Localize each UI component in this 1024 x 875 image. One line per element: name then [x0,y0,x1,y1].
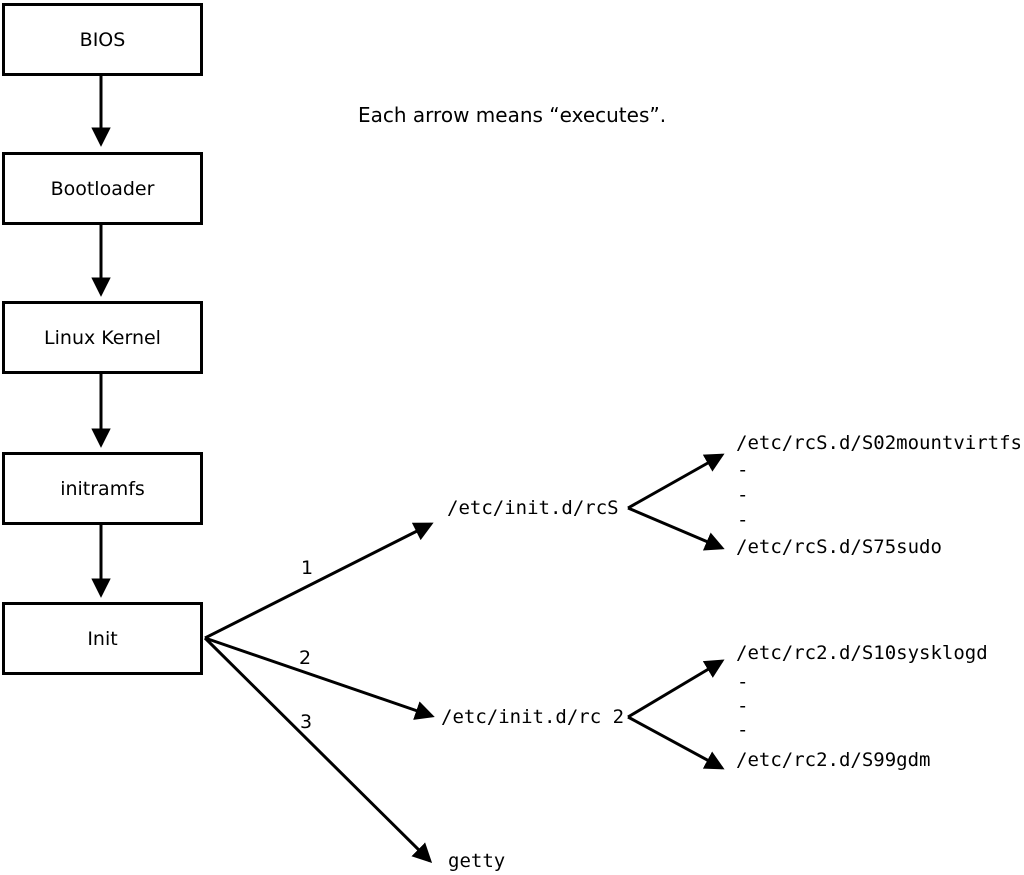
box-linux-kernel: Linux Kernel [2,301,203,374]
arrow-rc2-to-s10 [627,659,725,719]
arrow-label-2: 2 [299,647,312,669]
child-rcs-last: /etc/rcS.d/S75sudo [736,536,942,558]
box-bootloader-label: Bootloader [50,177,155,200]
ellipsis-dash: - [737,459,749,481]
arrow-label-3: 3 [300,711,313,733]
child-rc2-last: /etc/rc2.d/S99gdm [736,749,931,771]
child-rcs-first: /etc/rcS.d/S02mountvirtfs [736,432,1022,454]
ellipsis-dash: - [737,509,749,531]
box-initramfs: initramfs [2,452,203,525]
arrow-rc2-to-s99 [627,715,725,770]
arrow-label-1: 1 [301,557,314,579]
ellipsis-dash: - [737,484,749,506]
target-getty: getty [448,850,506,872]
ellipsis-dash: - [737,671,749,693]
ellipsis-dash: - [737,695,749,717]
box-init: Init [2,602,203,675]
arrow-rcs-to-s75 [627,506,725,551]
box-init-label: Init [87,627,118,650]
box-bios-label: BIOS [79,28,126,51]
arrow-init-to-getty [203,636,433,864]
arrow-rcs-to-s02 [627,453,725,510]
target-rc2-script: /etc/init.d/rc 2 [441,706,625,728]
box-bios: BIOS [2,3,203,76]
box-initramfs-label: initramfs [60,477,145,500]
caption: Each arrow means “executes”. [358,103,667,127]
arrow-init-to-rc2 [204,636,435,720]
child-rc2-first: /etc/rc2.d/S10sysklogd [736,642,988,664]
target-rcs-script: /etc/init.d/rcS [447,497,619,519]
arrow-init-to-rcs [204,522,434,640]
box-linux-kernel-label: Linux Kernel [44,326,161,349]
box-bootloader: Bootloader [2,152,203,225]
ellipsis-dash: - [737,719,749,741]
